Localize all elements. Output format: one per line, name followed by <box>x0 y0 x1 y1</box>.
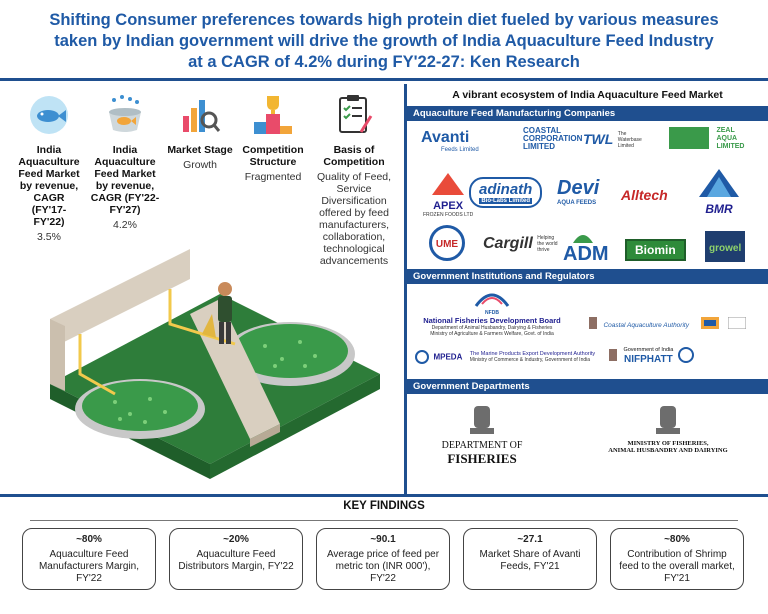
ecosystem-title: A vibrant ecosystem of India Aquaculture… <box>452 89 723 101</box>
finding-card: ~80% Contribution of Shrimp feed to the … <box>610 528 744 590</box>
national-emblem-icon <box>470 406 494 434</box>
logo-biomin: Biomin <box>625 239 686 261</box>
manufacturer-logos: Avanti Feeds Limited COASTAL CORPORATION… <box>407 121 768 269</box>
institutions-header: Government Institutions and Regulators <box>407 269 768 284</box>
national-emblem-icon <box>656 406 680 434</box>
ecosystem-panel: A vibrant ecosystem of India Aquaculture… <box>404 84 768 494</box>
logo-waterbase: TWL The Waterbase Limited <box>583 131 642 149</box>
stat-cagr-forecast: India Aquaculture Feed Market by revenue… <box>90 94 160 231</box>
logo-avanti: Avanti Feeds Limited <box>421 129 479 153</box>
key-findings-title: KEY FINDINGS <box>343 500 425 512</box>
department-logos: DEPARTMENT OF FISHERIES MINISTRY OF FISH… <box>407 394 768 494</box>
logo-alltech: Alltech <box>621 187 668 203</box>
trophy-podium-icon <box>252 94 294 136</box>
page-title: Shifting Consumer preferences towards hi… <box>49 11 719 71</box>
key-findings-connector <box>30 520 738 521</box>
logo-nfdb: NFDB National Fisheries Development Boar… <box>417 290 567 337</box>
stat-basis-of-competition: Basis of Competition Quality of Feed, Se… <box>314 94 394 267</box>
logo-bmr: BMR <box>699 169 739 216</box>
finding-card: ~80% Aquaculture Feed Manufacturers Marg… <box>22 528 156 590</box>
stat-cagr-historic: India Aquaculture Feed Market by revenue… <box>18 94 80 243</box>
logo-nifphatt: Government of India NIFPHATT <box>607 346 694 365</box>
title-divider <box>0 78 768 81</box>
logo-cargill: Cargill Helping the world thrive <box>483 235 558 253</box>
logo-growel: growel <box>705 231 746 262</box>
stat-competition-structure: Competition Structure Fragmented <box>238 94 308 183</box>
finding-card: ~90.1 Average price of feed per metric t… <box>316 528 450 590</box>
market-overview-panel: India Aquaculture Feed Market by revenue… <box>0 84 404 494</box>
fish-bowl-icon <box>104 94 146 136</box>
stat-market-stage: Market Stage Growth <box>165 94 235 171</box>
logo-ministry-of-fisheries: MINISTRY OF FISHERIES, ANIMAL HUSBANDRY … <box>603 402 733 454</box>
fish-plate-icon <box>28 94 70 136</box>
findings-divider <box>0 494 768 497</box>
logo-adm: ADM <box>563 231 609 266</box>
checklist-clipboard-icon <box>333 94 375 136</box>
logo-coastal: COASTAL CORPORATION LIMITED <box>523 126 583 151</box>
finding-card: ~27.1 Market Share of Avanti Feeds, FY'2… <box>463 528 597 590</box>
logo-coastal-aquaculture-authority: Coastal Aquaculture Authority <box>587 314 747 332</box>
logo-apex: APEX FROZEN FOODS LTD <box>423 173 473 218</box>
finding-card: ~20% Aquaculture Feed Distributors Margi… <box>169 528 303 590</box>
institution-logos: NFDB National Fisheries Development Boar… <box>407 284 768 379</box>
logo-devi: Devi AQUA FEEDS <box>557 177 600 206</box>
aquaculture-farm-illustration <box>20 234 400 494</box>
departments-header: Government Departments <box>407 379 768 394</box>
logo-adinath: adinath Bio-Labs Limited <box>469 177 543 208</box>
logo-ume: UME <box>429 225 465 261</box>
manufacturers-header: Aquaculture Feed Manufacturing Companies <box>407 106 768 121</box>
logo-mpeda: MPEDA The Marine Products Export Develop… <box>415 348 595 366</box>
logo-department-of-fisheries: DEPARTMENT OF FISHERIES <box>427 402 537 467</box>
chart-magnifier-icon <box>179 94 221 136</box>
logo-zeal: ZEAL AQUA LIMITED <box>669 127 744 153</box>
